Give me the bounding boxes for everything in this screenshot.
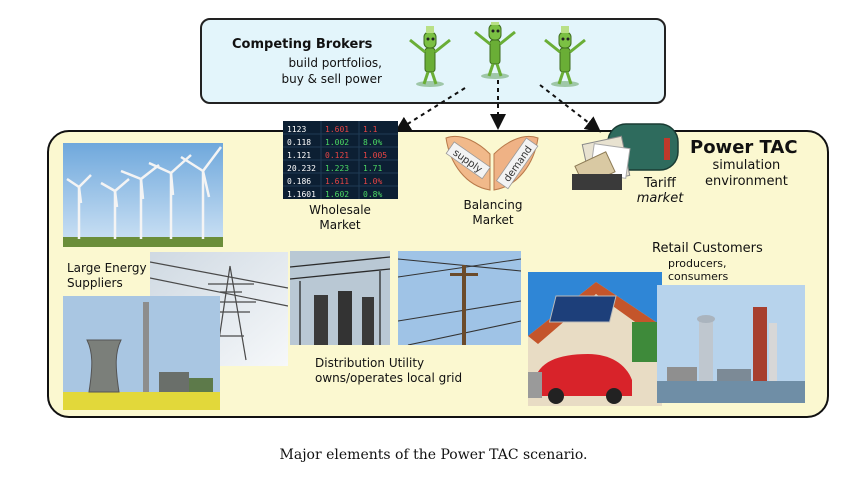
retail-title: Retail Customers: [652, 241, 763, 256]
ticker-cell: 1.602: [325, 190, 349, 199]
brokers-line2: buy & sell power: [281, 72, 382, 86]
retail-line1: producers,: [668, 257, 727, 270]
ticker-cell: 1.1601: [287, 190, 316, 199]
ticker-cell: 0.121: [325, 151, 349, 160]
tariff-line1: Tariff: [644, 176, 676, 191]
distribution-line1: Distribution Utility: [315, 356, 425, 370]
utility-pole-image: [398, 251, 521, 345]
ticker-cell: 1.0%: [363, 177, 382, 186]
balancing-label: Balancing Market: [453, 198, 533, 228]
ticker-cell: 1.121: [287, 151, 311, 160]
power-tac-line1: simulation: [712, 158, 781, 173]
wholesale-line2: Market: [319, 218, 361, 232]
wholesale-label: Wholesale Market: [305, 203, 375, 233]
ticker-cell: 1123: [287, 125, 306, 134]
brokers-title: Competing Brokers: [232, 37, 373, 52]
tariff-mailbox-image: [572, 123, 679, 190]
retail-subtitle: producers, consumers: [668, 257, 728, 283]
city-skyline-image: [657, 285, 805, 403]
broker-robots-icon: [409, 22, 587, 89]
ticker-cell: 0.8%: [363, 190, 382, 199]
transformer-station-image: [290, 251, 390, 345]
suppliers-line1: Large Energy: [67, 261, 147, 275]
power-tac-title: Power TAC: [690, 137, 798, 158]
ticker-cell: 0.118: [287, 138, 311, 147]
ticker-cell: 1.005: [363, 151, 387, 160]
wholesale-ticker-image: 1123 1.601 1.1 0.118 1.002 8.0% 1.121 0.121 1.00…: [283, 121, 398, 199]
tariff-label: Tariff market: [630, 176, 690, 206]
suppliers-label: Large Energy Suppliers: [67, 261, 147, 291]
ticker-cell: 1.601: [325, 125, 349, 134]
solar-house-ev-image: [528, 272, 662, 406]
power-tac-subtitle: simulation environment: [705, 158, 788, 190]
retail-line2: consumers: [668, 270, 729, 283]
brokers-description: build portfolios, buy & sell power: [232, 55, 382, 87]
balancing-line1: Balancing: [463, 198, 523, 212]
brokers-line1: build portfolios,: [288, 56, 382, 70]
power-tac-line2: environment: [705, 174, 788, 189]
balancing-line2: Market: [472, 213, 514, 227]
wind-turbines-image: [63, 143, 223, 247]
ticker-cell: 0.186: [287, 177, 311, 186]
ticker-cell: 1.002: [325, 138, 349, 147]
power-plant-image: [63, 296, 220, 410]
robot-icon: [409, 26, 451, 87]
ticker-cell: 20.232: [287, 164, 316, 173]
arrow-to-wholesale: [394, 87, 466, 133]
tariff-line2: market: [636, 191, 684, 206]
ticker-cell: 1.1: [363, 125, 378, 134]
ticker-cell: 1.71: [363, 164, 382, 173]
suppliers-line2: Suppliers: [67, 276, 123, 290]
wholesale-line1: Wholesale: [309, 203, 371, 217]
ticker-cell: 1.611: [325, 177, 349, 186]
ticker-cell: 8.0%: [363, 138, 382, 147]
figure-caption: Major elements of the Power TAC scenario…: [279, 447, 588, 463]
distribution-line2: owns/operates local grid: [315, 371, 463, 385]
balancing-hands-image: supply demand: [445, 136, 539, 191]
ticker-board: 1123 1.601 1.1 0.118 1.002 8.0% 1.121 0.121 1.00…: [283, 121, 398, 199]
distribution-label: Distribution Utility owns/operates local…: [315, 356, 462, 386]
ticker-cell: 1.223: [325, 164, 349, 173]
